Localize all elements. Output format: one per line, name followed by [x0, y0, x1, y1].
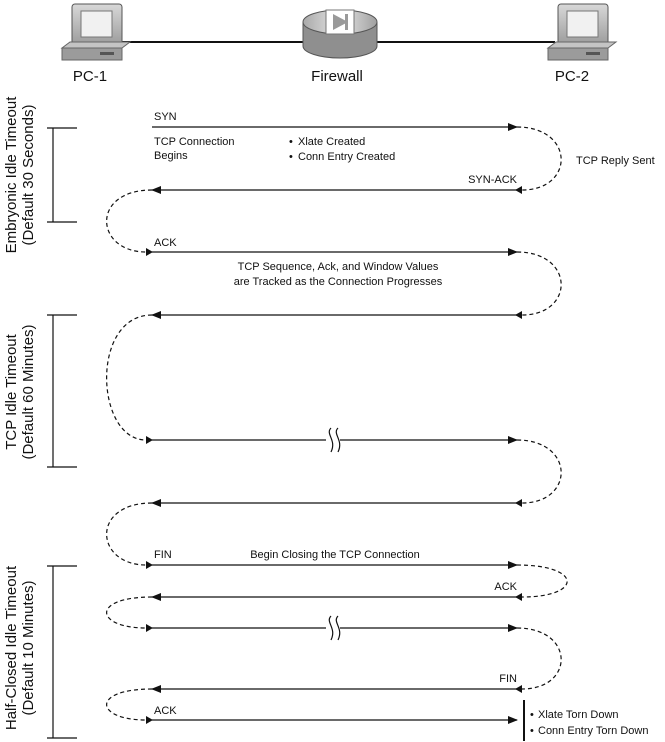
curve-arrowhead-6: [515, 186, 522, 194]
turnaround-left-2: [106, 314, 153, 441]
begin-closing-label: Begin Closing the TCP Connection: [250, 549, 420, 561]
curve-arrowhead-4: [146, 624, 153, 632]
xlate-created-label: Xlate Created: [298, 136, 365, 148]
curve-arrowhead-8: [515, 499, 522, 507]
curve-arrowhead-7: [515, 311, 522, 319]
curve-arrowhead-3: [146, 561, 153, 569]
turnaround-right-3: [516, 439, 562, 504]
syn-ack-label: SYN-ACK: [468, 174, 518, 186]
turnaround-right-1: [516, 126, 562, 191]
curve-arrowhead-9: [515, 593, 522, 601]
conn-entry-torn-down-label: Conn Entry Torn Down: [538, 725, 648, 737]
fin-reply-label: FIN: [499, 673, 517, 685]
tcp-connection-begins-line2: Begins: [154, 150, 188, 162]
syn-label: SYN: [154, 111, 177, 123]
turnaround-left-1: [106, 189, 153, 253]
embryonic-timeout-bracket: [47, 127, 77, 223]
time-break-symbol: [326, 427, 341, 453]
firewall-icon: [302, 9, 378, 59]
pc2-label: PC-2: [555, 68, 589, 85]
conn-entry-torn-down-bullet: •: [530, 725, 534, 737]
firewall-label: Firewall: [311, 68, 363, 85]
curve-arrowhead-1: [146, 248, 153, 256]
embryonic-timeout-default: (Default 30 Seconds): [20, 105, 37, 246]
pc1-icon: [60, 3, 132, 61]
half-closed-timeout-title: Half-Closed Idle Timeout: [3, 565, 20, 730]
ack-reply-label: ACK: [494, 581, 517, 593]
conn-entry-created-bullet: •: [289, 151, 293, 163]
curve-arrowhead-10: [515, 685, 522, 693]
final-ack-label: ACK: [154, 705, 177, 717]
tracked-note-line1: TCP Sequence, Ack, and Window Values: [238, 261, 439, 273]
turnaround-left-3: [106, 502, 153, 566]
conn-entry-created-label: Conn Entry Created: [298, 151, 395, 163]
turnaround-left-4: [106, 596, 153, 629]
time-break-symbol-2: [326, 615, 341, 641]
xlate-torn-down-bullet: •: [530, 709, 534, 721]
half-closed-timeout-bracket: [47, 565, 77, 739]
turnaround-left-5: [106, 688, 153, 721]
half-closed-timeout-default: (Default 10 Minutes): [20, 580, 37, 715]
xlate-created-bullet: •: [289, 136, 293, 148]
embryonic-timeout-title: Embryonic Idle Timeout: [3, 96, 20, 254]
pc2-icon: [546, 3, 618, 61]
tcp-connection-begins-line1: TCP Connection: [154, 136, 235, 148]
ack-label: ACK: [154, 237, 177, 249]
tcp-timeout-bracket: [47, 314, 77, 468]
turnaround-right-5: [516, 627, 562, 690]
curve-arrowhead-5: [146, 716, 153, 724]
xlate-torn-down-label: Xlate Torn Down: [538, 709, 619, 721]
tcp-reply-sent-label: TCP Reply Sent: [576, 155, 655, 167]
turnaround-right-4: [516, 564, 568, 598]
tcp-timeout-default: (Default 60 Minutes): [20, 324, 37, 459]
curve-arrowhead-2: [146, 436, 153, 444]
turnaround-right-2: [516, 251, 562, 316]
tcp-timeout-title: TCP Idle Timeout: [3, 333, 20, 449]
fin-label: FIN: [154, 549, 172, 561]
pc1-label: PC-1: [73, 68, 107, 85]
tracked-note-line2: are Tracked as the Connection Progresses: [234, 276, 443, 288]
